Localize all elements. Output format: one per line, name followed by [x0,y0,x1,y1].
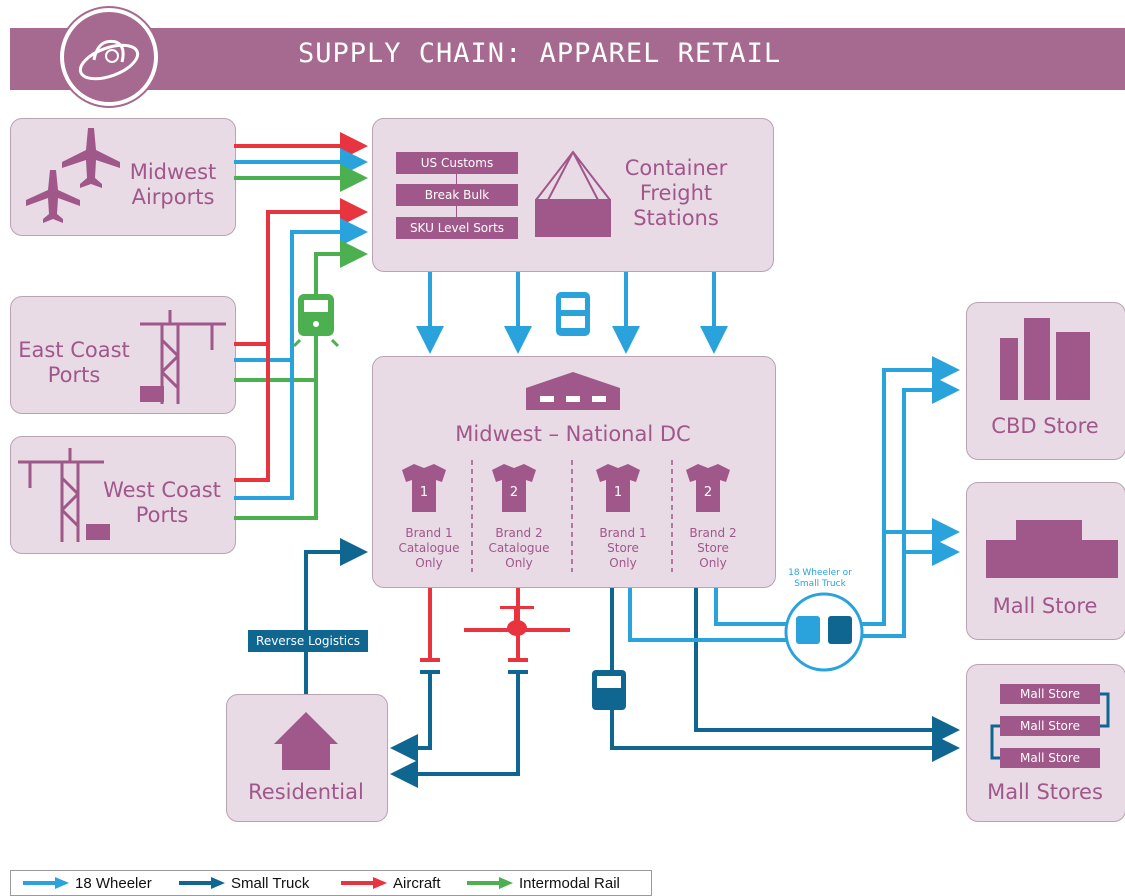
west-port-truck-route [234,360,294,500]
jersey-icon-1 [402,464,446,512]
sku-level-sorts-tag: SKU Level Sorts [396,217,518,239]
legend-item-intermodal-rail: Intermodal Rail [467,871,620,895]
jersey-number-4: 2 [704,485,712,500]
legend-item-18-wheeler: 18 Wheeler [23,871,152,895]
container-icon [140,386,164,402]
shipping-container-icon [535,150,611,237]
jersey-icon-4 [686,464,730,512]
reverse-logistics-arrow [304,538,368,694]
train-icon [292,294,340,348]
jersey-number-1: 1 [420,485,428,500]
office-building-icon [1000,318,1090,400]
red-arrow-icon [341,877,387,889]
cbd-store-label: CBD Store [991,414,1099,438]
legend-label: Intermodal Rail [519,874,620,892]
warehouse-icon [526,372,620,410]
container-icon-west [86,524,110,540]
light-blue-arrow-icon [23,877,69,889]
dc-truck-residential-2 [390,672,520,788]
cbd-route-2 [862,376,960,638]
legend-label: 18 Wheeler [75,874,152,892]
hat-icon [78,39,140,81]
mall-store-label: Mall Store [992,594,1098,618]
residential-label: Residential [248,780,364,804]
mall-store-tag-2: Mall Store [1000,716,1100,736]
legend-label: Small Truck [231,874,310,892]
mall-bracket-1 [1100,692,1110,728]
west-port-rail-route [234,380,318,520]
dc-store-route-2 [714,588,786,626]
green-arrow-icon [467,877,513,889]
small-truck-icon [592,670,626,710]
west-coast-ports-box [10,436,236,554]
east-coast-ports-box [10,296,236,414]
east-port-truck-route [234,218,368,362]
title-banner [10,28,1125,90]
jersey-icon-3 [596,464,640,512]
mall-bracket-2 [990,724,1000,760]
dc-title: Midwest – National DC [455,422,691,446]
dc-mall-stores-route-2 [694,588,960,744]
dc-mall-stores-route-1 [610,588,960,762]
crane-icon-west [18,448,104,542]
dc-truck-residential-1 [390,672,432,762]
house-icon [274,712,338,770]
legend: 18 Wheeler Small Truck Aircraft Intermod… [10,870,652,896]
jersey-number-2: 2 [510,485,518,500]
mall-stores-label: Mall Stores [987,780,1103,804]
east-port-air-route [234,198,368,346]
legend-label: Aircraft [393,874,441,892]
aircraft-icon [464,606,570,636]
jersey-number-3: 1 [614,485,622,500]
dark-blue-arrow-icon [179,877,225,889]
mall-building-icon [986,520,1118,578]
legend-item-aircraft: Aircraft [341,871,441,895]
jersey-icon-2 [492,464,536,512]
legend-item-small-truck: Small Truck [179,871,309,895]
dc-store-route-1 [628,588,786,642]
mall-store-tag-1: Mall Store [1000,684,1100,704]
page-title: SUPPLY CHAIN: APPAREL RETAIL [298,38,782,69]
break-bulk-tag: Break Bulk [396,184,518,206]
truck-choice-circle [784,592,864,672]
us-customs-tag: US Customs [396,152,518,174]
west-port-air-route [234,344,270,482]
hat-logo [60,8,158,106]
mall-store-tag-3: Mall Store [1000,748,1100,768]
truck-pair-icon [796,616,852,644]
cbd-route-1 [862,356,960,626]
airplane-icon [26,128,120,223]
semi-truck-icon [556,292,590,336]
